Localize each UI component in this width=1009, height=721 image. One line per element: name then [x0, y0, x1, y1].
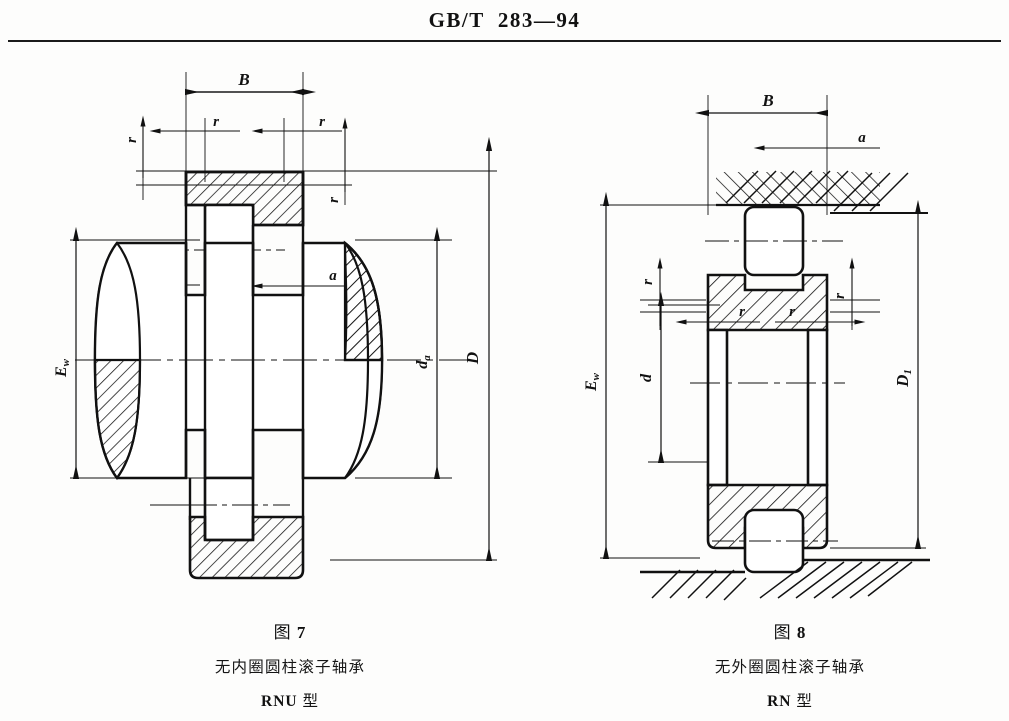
fig7-label-Ew: Ew: [53, 358, 72, 378]
fig7-label-r-left-vertical: r: [124, 137, 140, 143]
fig8-dimension-B: B: [694, 91, 829, 117]
figure-7-drawing: B r r r r: [53, 70, 497, 580]
figure-8-type-code: RN: [767, 693, 792, 710]
fig8-label-r-mid-right: r: [789, 304, 795, 320]
fig8-label-Ew: Ew: [583, 372, 602, 392]
fig7-label-r-right-vertical: r: [326, 197, 342, 203]
fig7-label-D: D: [463, 352, 482, 365]
fig8-housing-hatch-upper: [716, 170, 928, 214]
fig8-dimension-r-mid: r r: [675, 304, 866, 325]
fig7-dimension-r-group: r r r r: [124, 114, 348, 203]
fig8-roller-upper: [705, 205, 843, 277]
figure-8-caption: 图 8 无外圈圆柱滚子轴承 RN 型: [630, 618, 950, 711]
figure-7-caption-description: 无内圈圆柱滚子轴承: [214, 659, 366, 676]
fig8-dimension-D1: D1: [893, 199, 922, 550]
figure-7-caption: 图 7 无内圈圆柱滚子轴承 RNU 型: [130, 618, 450, 711]
fig8-label-D1: D1: [893, 369, 914, 388]
figure-7-type-code: RNU: [261, 693, 298, 710]
figure-7-type-suffix: 型: [302, 693, 319, 710]
fig8-label-a: a: [858, 130, 866, 146]
fig7-dimension-Ew: Ew: [53, 226, 80, 480]
fig8-inner-ring: [690, 273, 845, 550]
fig7-dimension-da: da: [414, 226, 441, 480]
fig8-label-r-right-upper: r: [832, 293, 848, 299]
fig8-dimension-Ew: Ew: [583, 191, 610, 560]
fig7-dimension-D: D: [463, 136, 493, 562]
fig7-label-r-top-outer: r: [319, 114, 325, 130]
fig8-label-r-mid-left: r: [739, 304, 745, 320]
fig7-main-roller-body: [75, 240, 470, 480]
fig7-label-r-top-inner: r: [213, 114, 219, 130]
fig8-shaft-hatch-lower: [640, 558, 930, 601]
figure-8-caption-description: 无外圈圆柱滚子轴承: [714, 659, 866, 676]
standard-title: GB/T 283—94: [428, 8, 581, 32]
fig7-label-da: da: [414, 355, 433, 369]
fig7-dimension-B: B: [184, 70, 317, 96]
fig7-dimension-a: a: [251, 268, 345, 289]
figure-7-caption-type: RNU 型: [130, 689, 450, 711]
fig8-label-B: B: [761, 91, 773, 110]
fig8-dimension-a: a: [753, 130, 876, 151]
figure-8-caption-number: 8: [796, 623, 807, 642]
figure-7-caption-prefix: 图: [273, 623, 292, 642]
fig7-lower-assembly: [150, 476, 305, 580]
fig8-roller-lower: [712, 508, 838, 574]
figure-8-caption-type: RN 型: [630, 689, 950, 711]
fig8-label-d: d: [638, 373, 655, 382]
figure-7-caption-title: 图 7: [130, 618, 450, 643]
fig8-label-r-left-upper: r: [640, 279, 656, 285]
figure-8-caption-prefix: 图: [773, 623, 792, 642]
header-divider: [8, 40, 1001, 42]
fig7-label-B: B: [237, 70, 249, 89]
figure-7-caption-number: 7: [296, 623, 307, 642]
figure-8-type-suffix: 型: [796, 693, 813, 710]
figure-8-drawing: B a: [583, 91, 930, 601]
figure-8-caption-title: 图 8: [630, 618, 950, 643]
page-header: GB/T 283—94: [0, 0, 1009, 46]
fig7-label-a: a: [329, 268, 337, 284]
fig8-dimension-d: d: [638, 291, 665, 464]
